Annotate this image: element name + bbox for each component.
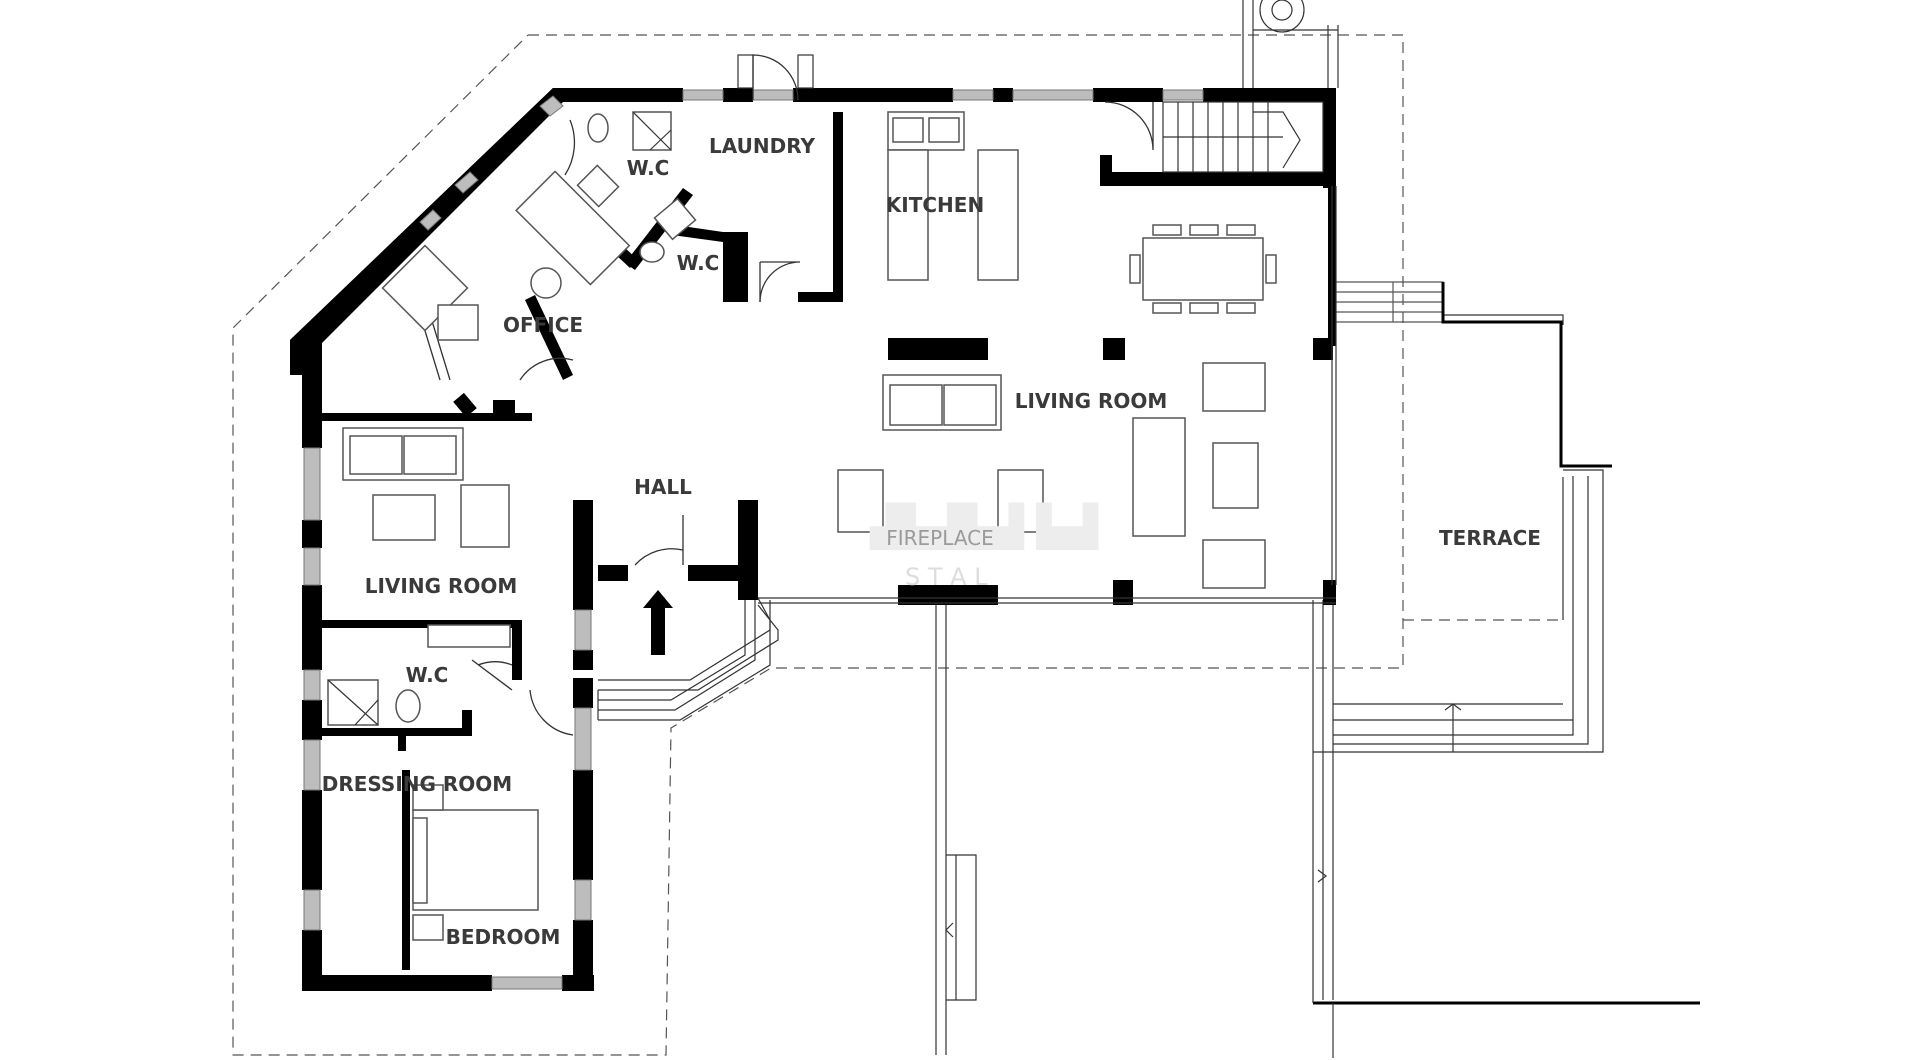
interior-stair [1162, 101, 1324, 173]
label-living-room-main: LIVING ROOM [1015, 389, 1168, 413]
label-kitchen: KITCHEN [886, 193, 984, 217]
label-hall: HALL [634, 475, 692, 499]
label-office: OFFICE [503, 313, 583, 337]
toilet [395, 689, 421, 723]
bed [412, 809, 539, 911]
dining-table [1142, 237, 1264, 301]
armchair [837, 469, 884, 533]
terrace-outline [1312, 281, 1700, 1058]
armchair [460, 484, 510, 548]
office-sofa [515, 170, 631, 286]
armchair [1202, 362, 1266, 412]
label-terrace: TERRACE [1439, 526, 1541, 550]
glazing [598, 186, 1337, 691]
toilet [639, 241, 665, 263]
entry-arrow-icon [643, 590, 673, 655]
exterior-stair [1242, 0, 1339, 88]
toilet [587, 113, 609, 143]
label-laundry: LAUNDRY [709, 134, 815, 158]
windows [303, 89, 1204, 990]
roof-outline [232, 34, 1563, 1056]
label-wc-bottom: W.C [406, 663, 449, 687]
sofa [1132, 417, 1186, 537]
furniture: ▟▙▟▙▟ ▙▟ S T A L [327, 101, 1324, 941]
svg-text:S T A L: S T A L [905, 563, 988, 591]
armchair [1202, 539, 1266, 589]
label-fireplace: FIREPLACE [886, 526, 994, 550]
label-living-room-left: LIVING ROOM [365, 574, 518, 598]
armchair [997, 469, 1044, 533]
label-wc-top: W.C [627, 156, 670, 180]
room-labels: LAUNDRY W.C W.C KITCHEN OFFICE LIVING RO… [322, 134, 1541, 949]
walkway-lines [597, 600, 977, 1055]
label-bedroom: BEDROOM [446, 925, 561, 949]
label-wc-mid: W.C [677, 251, 720, 275]
svg-text:▟▙▟▙▟ ▙▟: ▟▙▟▙▟ ▙▟ [869, 502, 1099, 550]
label-dressing-room: DRESSING ROOM [322, 772, 512, 796]
